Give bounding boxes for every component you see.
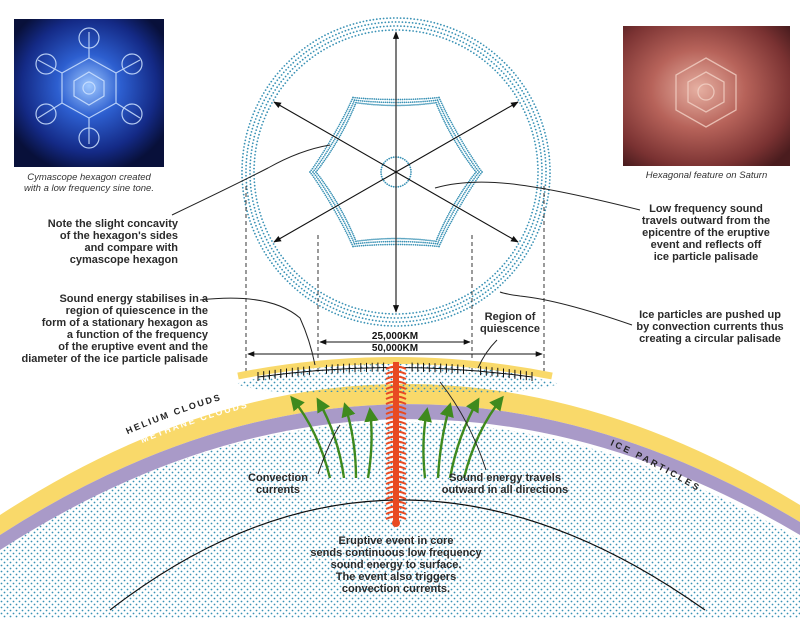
core-boundary (109, 499, 706, 611)
convection-arrows (290, 395, 504, 479)
cymascope-pattern (35, 27, 143, 149)
dimension-outer-label: 50,000KM (372, 343, 418, 354)
saturn-photo (623, 26, 790, 166)
region-quiescence-note: Region of quiescence (480, 311, 540, 335)
helium-layer (0, 383, 800, 535)
ice-particle-layer (0, 421, 800, 618)
radial-arrows (273, 31, 519, 313)
methane-layer (0, 404, 800, 550)
sound-energy-stabilises-note: Sound energy stabilises in a region of q… (21, 293, 208, 365)
eruption-column (385, 362, 407, 522)
low-frequency-sound-note: Low frequency sound travels outward from… (641, 203, 771, 263)
saturn-hexagon (675, 57, 737, 128)
eruptive-event-note: Eruptive event in core sends continuous … (310, 535, 482, 595)
convection-currents-note: Convection currents (248, 472, 308, 496)
dimension-inner-label: 25,000KM (372, 331, 418, 342)
sound-travels-note: Sound energy travels outward in all dire… (441, 472, 569, 496)
cymascope-caption: Cymascope hexagon created with a low fre… (24, 172, 154, 194)
palisade-circle (241, 17, 551, 327)
leader-lines (171, 144, 641, 475)
dimension-arrows (247, 339, 543, 357)
eruption-core-dot (392, 519, 400, 527)
ice-pushed-up-note: Ice particles are pushed up by convectio… (636, 309, 784, 345)
saturn-caption: Hexagonal feature on Saturn (645, 170, 768, 181)
projection-lines (245, 186, 545, 372)
quiescence-hexagon (309, 96, 483, 248)
concavity-note: Note the slight concavity of the hexagon… (47, 218, 178, 266)
